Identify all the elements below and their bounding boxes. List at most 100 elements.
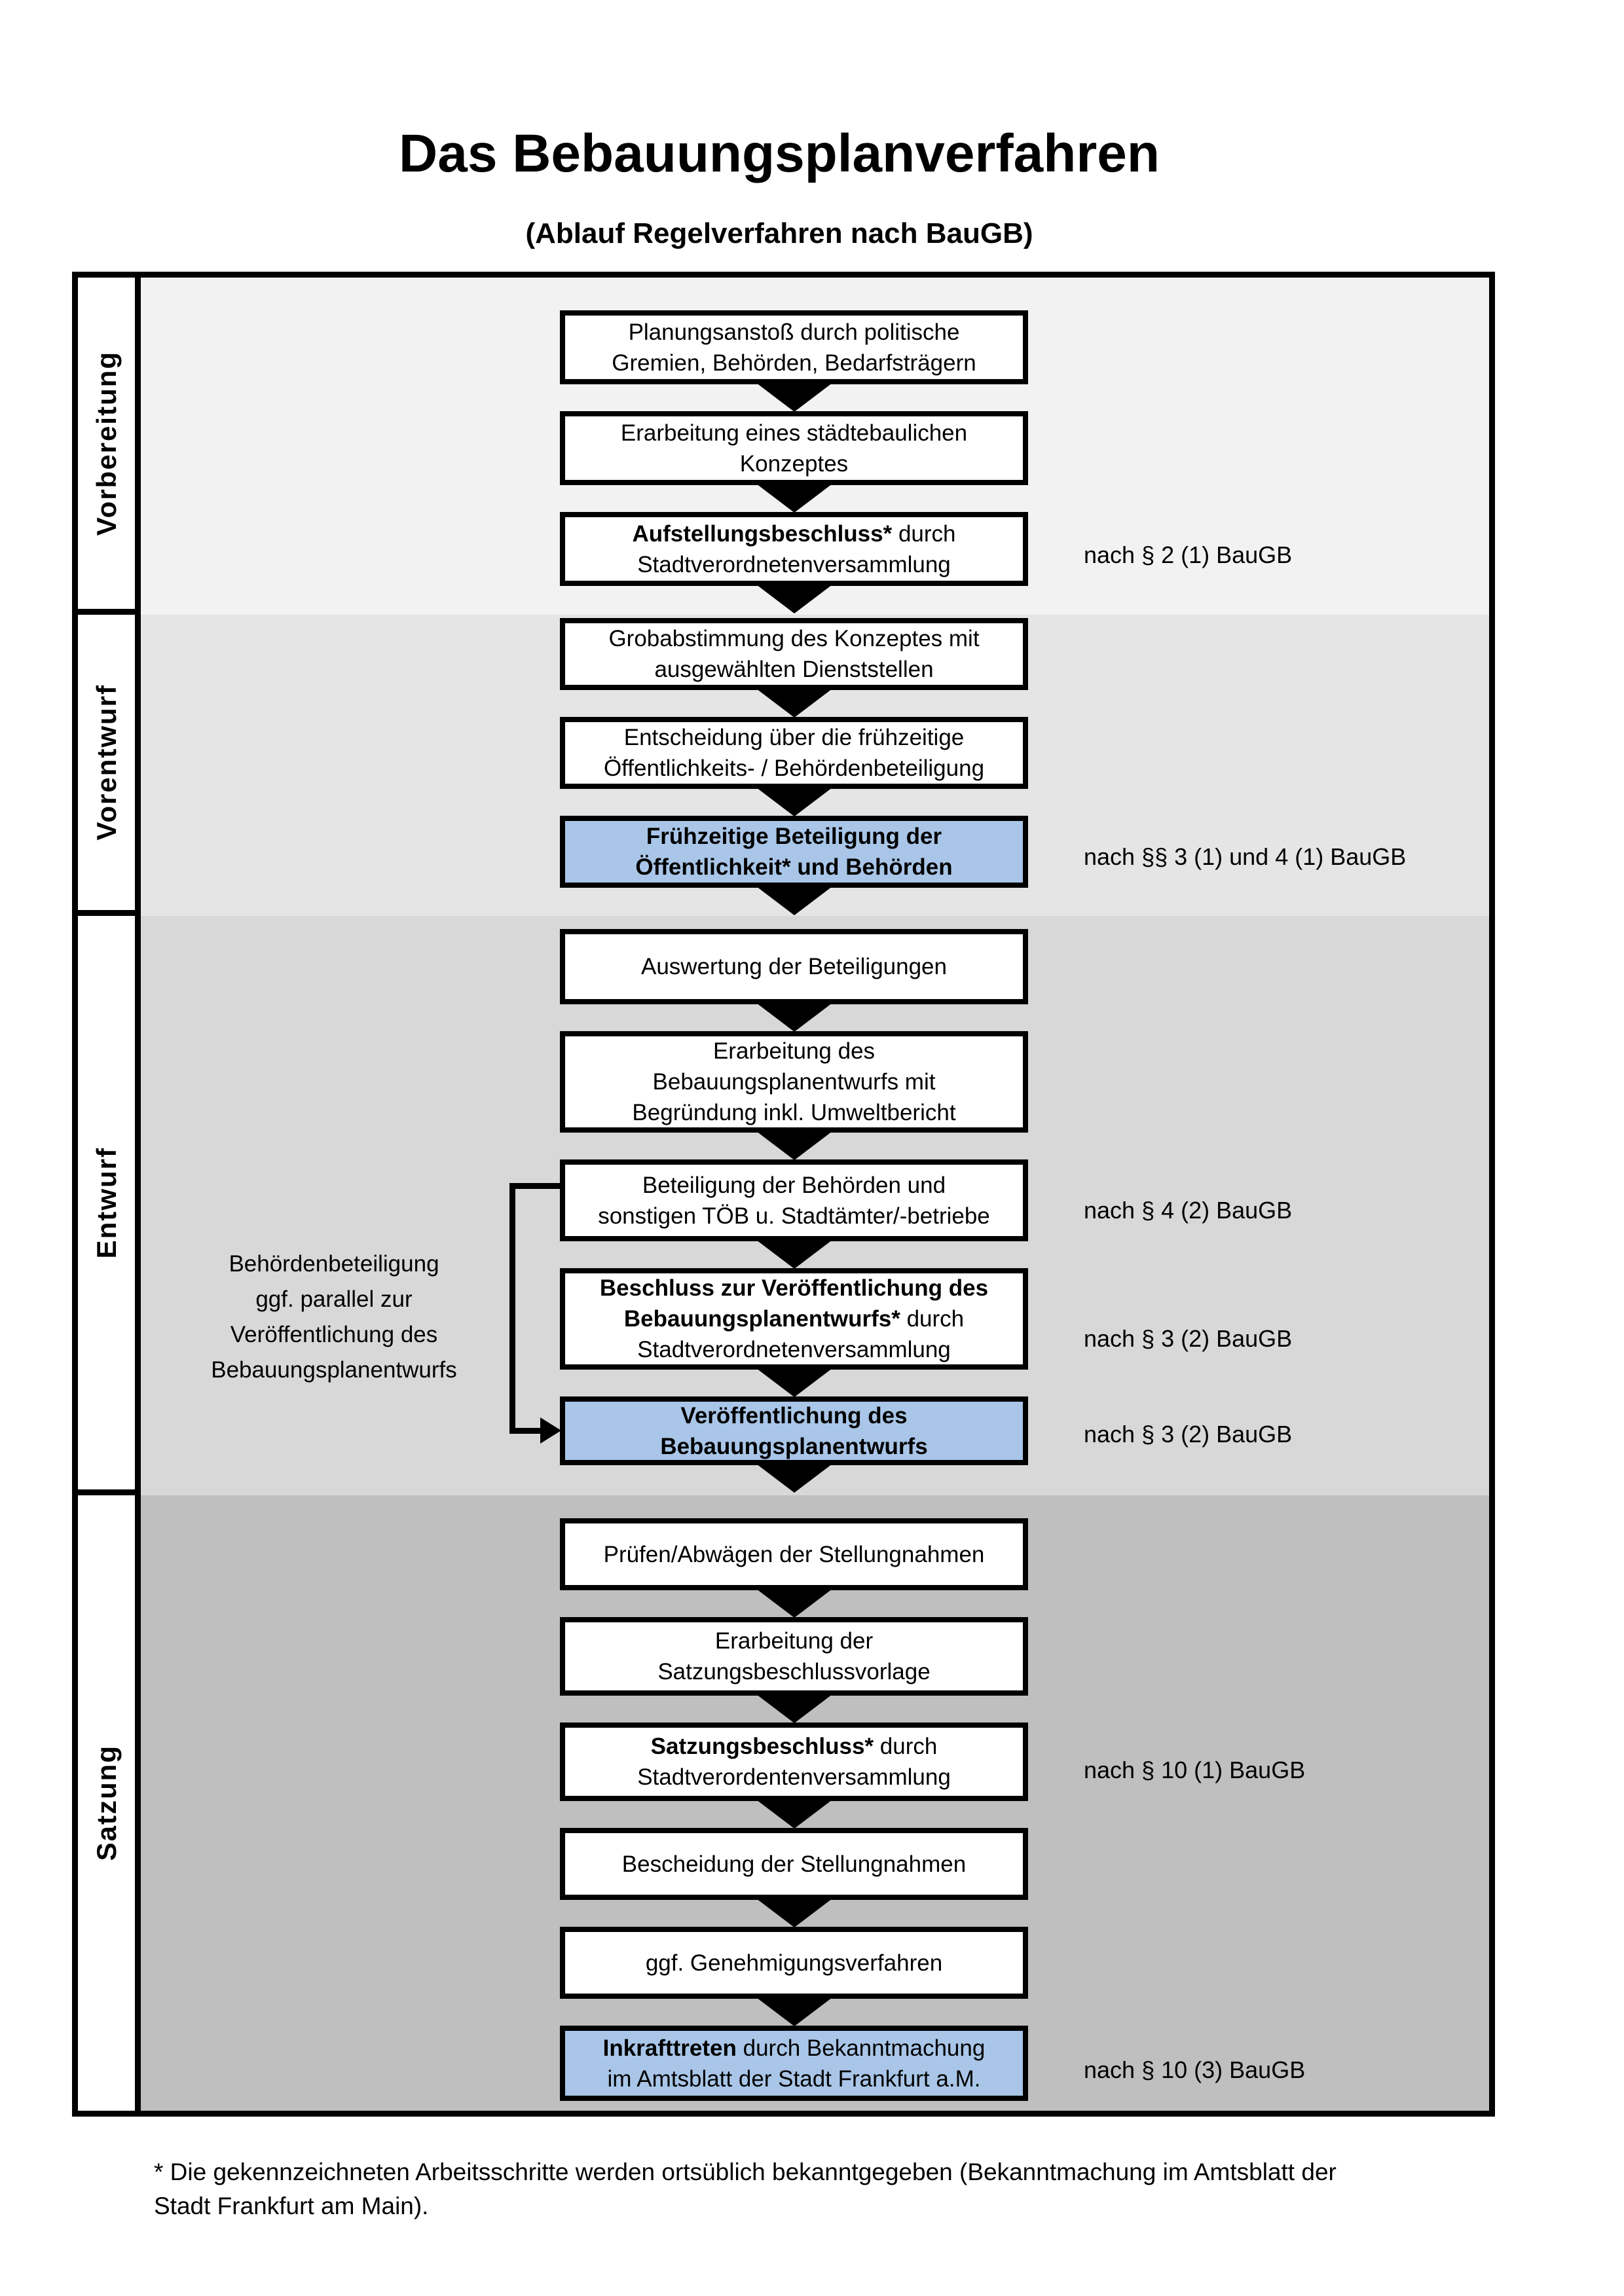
step-row: Erarbeitung des Bebauungsplanentwurfs mi… bbox=[141, 1031, 1489, 1133]
step-row: ggf. Genehmigungsverfahren bbox=[141, 1927, 1489, 1999]
phase-satzung: Satzung Prüfen/Abwägen der Stellungnahme… bbox=[78, 1495, 1489, 2111]
arrow-row bbox=[141, 886, 1489, 915]
flow-box-text-bold: Satzungsbeschluss* bbox=[650, 1734, 874, 1759]
flow-box-text-bold: Inkrafttreten bbox=[602, 2035, 737, 2061]
arrow-row bbox=[141, 1997, 1489, 2026]
step-row: Veröffentlichung des Bebauungsplanentwur… bbox=[141, 1396, 1489, 1465]
page-title: Das Bebauungsplanverfahren bbox=[399, 124, 1160, 183]
phase-content: Behördenbeteiligung ggf. parallel zur Ve… bbox=[141, 916, 1489, 1495]
phase-label: Vorentwurf bbox=[90, 684, 122, 841]
connector-arrow-right-icon bbox=[540, 1417, 561, 1444]
step-row: Erarbeitung der Satzungsbeschlussvorlage bbox=[141, 1617, 1489, 1696]
step-row: Beschluss zur Veröffentlichung des Bebau… bbox=[141, 1268, 1489, 1370]
flow-box-text: Grobabstimmung des Konzeptes mit ausgewä… bbox=[608, 626, 980, 682]
flow-box-erarbeitung-entwurf: Erarbeitung des Bebauungsplanentwurfs mi… bbox=[560, 1031, 1028, 1133]
flowchart-frame: Vorbereitung Planungsanstoß durch politi… bbox=[72, 272, 1495, 2117]
arrow-down-icon bbox=[756, 1464, 832, 1493]
arrow-row bbox=[141, 1240, 1489, 1269]
phase-label: Entwurf bbox=[90, 1146, 122, 1259]
step-row: Frühzeitige Beteiligung der Öffentlichke… bbox=[141, 816, 1489, 888]
step-row: Aufstellungsbeschluss* durch Stadtverord… bbox=[141, 512, 1489, 586]
arrow-down-icon bbox=[756, 1003, 832, 1032]
phase-rail: Satzung bbox=[78, 1495, 141, 2111]
arrow-down-icon bbox=[756, 1694, 832, 1723]
arrow-down-icon bbox=[756, 886, 832, 915]
flow-box-text-bold: Veröffentlichung des Bebauungsplanentwur… bbox=[660, 1402, 928, 1459]
phase-label: Satzung bbox=[90, 1745, 122, 1861]
flow-box-satzungsbeschluss: Satzungsbeschluss* durch Stadtverordente… bbox=[560, 1722, 1028, 1801]
flow-box-text: Erarbeitung des Bebauungsplanentwurfs mi… bbox=[632, 1038, 956, 1125]
arrow-down-icon bbox=[756, 1997, 832, 2026]
law-ref: nach § 2 (1) BauGB bbox=[1084, 541, 1293, 568]
connector-line bbox=[509, 1183, 515, 1434]
arrow-row bbox=[141, 1131, 1489, 1160]
arrow-down-icon bbox=[756, 1899, 832, 1927]
arrow-down-icon bbox=[756, 788, 832, 816]
step-row: Erarbeitung eines städtebaulichen Konzep… bbox=[141, 411, 1489, 485]
phase-rail: Vorbereitung bbox=[78, 278, 141, 615]
connector-line bbox=[509, 1183, 560, 1189]
law-ref: nach § 3 (2) BauGB bbox=[1084, 1325, 1293, 1352]
arrow-row bbox=[141, 1368, 1489, 1397]
flow-box-text: Auswertung der Beteiligungen bbox=[641, 954, 947, 979]
flow-box-text: Planungsanstoß durch politische Gremien,… bbox=[612, 319, 976, 376]
flow-box-text-bold: Aufstellungsbeschluss* bbox=[632, 520, 893, 547]
arrow-down-icon bbox=[756, 1589, 832, 1618]
phase-vorbereitung: Vorbereitung Planungsanstoß durch politi… bbox=[78, 278, 1489, 615]
phase-label: Vorbereitung bbox=[90, 350, 122, 536]
phase-vorentwurf: Vorentwurf Grobabstimmung des Konzeptes … bbox=[78, 615, 1489, 916]
flow-box-text: ggf. Genehmigungsverfahren bbox=[645, 1950, 943, 1976]
footnote: * Die gekennzeichneten Arbeitsschritte w… bbox=[154, 2159, 1337, 2219]
law-ref: nach §§ 3 (1) und 4 (1) BauGB bbox=[1084, 843, 1407, 870]
arrow-down-icon bbox=[756, 689, 832, 718]
flow-box-inkrafttreten: Inkrafttreten durch Bekanntmachung im Am… bbox=[560, 2026, 1028, 2101]
flow-box-text: Bescheidung der Stellungnahmen bbox=[621, 1851, 967, 1877]
side-note: Behördenbeteiligung ggf. parallel zur Ve… bbox=[211, 1251, 457, 1383]
law-ref: nach § 3 (2) BauGB bbox=[1084, 1421, 1293, 1448]
arrow-row bbox=[141, 1800, 1489, 1829]
arrow-row bbox=[141, 585, 1489, 613]
flow-box-aufstellungsbeschluss: Aufstellungsbeschluss* durch Stadtverord… bbox=[560, 512, 1028, 586]
flow-box-text: durch Stadtverordnetenversammlung bbox=[637, 520, 956, 577]
arrow-row bbox=[141, 1899, 1489, 1927]
arrow-row bbox=[141, 1694, 1489, 1723]
step-row: Planungsanstoß durch politische Gremien,… bbox=[141, 310, 1489, 384]
arrow-down-icon bbox=[756, 383, 832, 412]
arrow-down-icon bbox=[756, 484, 832, 513]
flow-box-text: durch Bekanntmachung im Amtsblatt der St… bbox=[607, 2035, 986, 2092]
arrow-row bbox=[141, 1003, 1489, 1032]
step-row: Grobabstimmung des Konzeptes mit ausgewä… bbox=[141, 618, 1489, 690]
flow-box-satzungsbeschlussvorlage: Erarbeitung der Satzungsbeschlussvorlage bbox=[560, 1617, 1028, 1696]
flow-box-grobabstimmung: Grobabstimmung des Konzeptes mit ausgewä… bbox=[560, 618, 1028, 690]
step-row: Entscheidung über die frühzeitige Öffent… bbox=[141, 717, 1489, 789]
flow-box-entscheidung-beteiligung: Entscheidung über die frühzeitige Öffent… bbox=[560, 717, 1028, 789]
flow-box-genehmigungsverfahren: ggf. Genehmigungsverfahren bbox=[560, 1927, 1028, 1999]
law-ref: nach § 10 (1) BauGB bbox=[1084, 1757, 1306, 1783]
arrow-row bbox=[141, 1589, 1489, 1618]
phase-entwurf: Entwurf Behördenbeteiligung ggf. paralle… bbox=[78, 916, 1489, 1495]
arrow-down-icon bbox=[756, 1240, 832, 1269]
phase-rail: Vorentwurf bbox=[78, 615, 141, 916]
flow-box-text: durch Stadtverordentenversammlung bbox=[637, 1734, 951, 1790]
flow-box-text: Prüfen/Abwägen der Stellungnahmen bbox=[603, 1541, 985, 1567]
flow-box-pruefen-abwaegen: Prüfen/Abwägen der Stellungnahmen bbox=[560, 1518, 1028, 1590]
phase-content: Grobabstimmung des Konzeptes mit ausgewä… bbox=[141, 615, 1489, 916]
arrow-row bbox=[141, 1464, 1489, 1493]
step-row: Prüfen/Abwägen der Stellungnahmen bbox=[141, 1518, 1489, 1590]
flow-box-konzept: Erarbeitung eines städtebaulichen Konzep… bbox=[560, 411, 1028, 485]
flow-box-bescheidung: Bescheidung der Stellungnahmen bbox=[560, 1828, 1028, 1900]
phase-content: Planungsanstoß durch politische Gremien,… bbox=[141, 278, 1489, 615]
arrow-down-icon bbox=[756, 585, 832, 613]
law-ref: nach § 4 (2) BauGB bbox=[1084, 1197, 1293, 1224]
flow-box-fruehzeitige-beteiligung: Frühzeitige Beteiligung der Öffentlichke… bbox=[560, 816, 1028, 888]
flow-box-text: Beteiligung der Behörden und sonstigen T… bbox=[598, 1172, 990, 1229]
flow-box-beschluss-veroeffentlichung: Beschluss zur Veröffentlichung des Bebau… bbox=[560, 1268, 1028, 1370]
arrow-row bbox=[141, 788, 1489, 816]
step-row: Beteiligung der Behörden und sonstigen T… bbox=[141, 1159, 1489, 1241]
step-row: Bescheidung der Stellungnahmen bbox=[141, 1828, 1489, 1900]
step-row: Auswertung der Beteiligungen bbox=[141, 929, 1489, 1004]
arrow-down-icon bbox=[756, 1131, 832, 1160]
phase-content: Prüfen/Abwägen der Stellungnahmen Erarbe… bbox=[141, 1495, 1489, 2111]
phase-rail: Entwurf bbox=[78, 916, 141, 1495]
